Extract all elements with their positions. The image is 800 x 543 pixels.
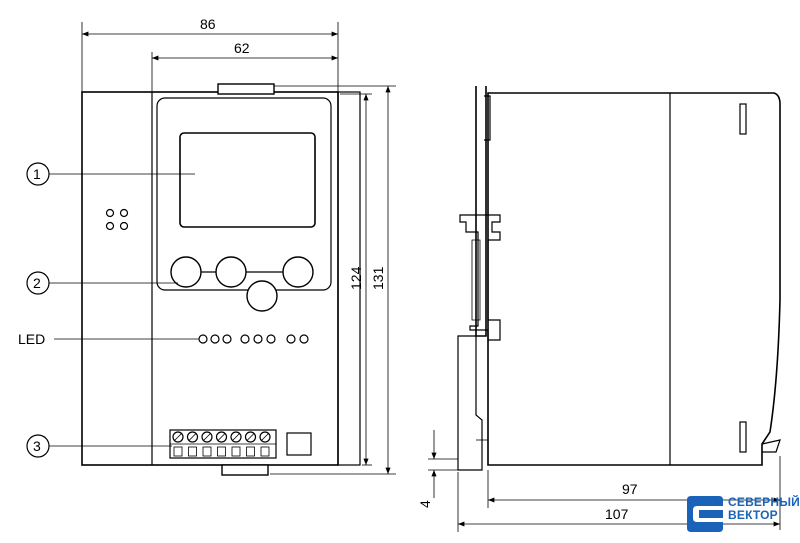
side-back-plate (475, 86, 487, 337)
logo-text: СЕВЕРНЫЙ ВЕКТОР (728, 496, 800, 522)
button-mid (215, 256, 247, 288)
terminal-slot (202, 446, 212, 457)
callouts: 1 2 LED 3 (18, 162, 199, 458)
side-lower-bracket (457, 335, 483, 471)
button-right (282, 256, 314, 288)
front-top-clip (217, 83, 275, 95)
dim-124-label: 124 (348, 266, 364, 290)
dim-4-label: 4 (417, 500, 433, 508)
terminal-slot (173, 446, 183, 457)
led-row (198, 334, 309, 344)
terminal-slot (260, 446, 270, 457)
dim-97-label: 97 (622, 481, 638, 497)
vent-holes (105, 208, 129, 231)
dim-86-label: 86 (200, 16, 216, 32)
terminal-slot (188, 446, 197, 457)
side-main-body (487, 92, 781, 466)
led-label: LED (18, 331, 45, 347)
display-window (179, 132, 316, 228)
button-bottom (246, 280, 278, 312)
terminal-screw (259, 431, 271, 443)
front-inner-panel (156, 97, 332, 291)
logo-mark-icon (687, 496, 723, 532)
terminal-slot (231, 446, 241, 457)
company-logo: СЕВЕРНЫЙ ВЕКТОР (683, 494, 800, 534)
front-dimensions: 86 62 124 131 (81, 16, 396, 475)
side-slot-top (739, 103, 747, 135)
callout-1-label: 1 (33, 166, 41, 182)
terminal-block (169, 429, 277, 459)
connector-port (286, 432, 312, 456)
terminal-slot (246, 446, 255, 457)
callout-2-label: 2 (33, 275, 41, 291)
terminal-screw (244, 431, 257, 443)
front-view (81, 83, 361, 476)
terminal-slot (217, 446, 226, 457)
din-clip (459, 214, 501, 341)
button-group (170, 256, 314, 312)
terminal-screw (186, 431, 199, 443)
side-dimensions: 4 97 107 (417, 430, 781, 532)
terminal-screw (201, 431, 213, 443)
terminal-screw (230, 431, 242, 443)
front-bottom-clip (221, 464, 269, 476)
front-right-rail (337, 91, 361, 466)
side-view (457, 86, 781, 471)
terminal-screw (215, 431, 228, 443)
button-left (170, 256, 202, 288)
side-slot-bottom (739, 421, 747, 453)
dim-62-label: 62 (234, 40, 250, 56)
dim-107-label: 107 (605, 506, 629, 522)
terminal-screw (172, 431, 184, 443)
logo-line-2: ВЕКТОР (728, 508, 778, 522)
dim-131-label: 131 (370, 266, 386, 290)
callout-3-label: 3 (33, 438, 41, 454)
logo-line-1: СЕВЕРНЫЙ (728, 495, 800, 509)
